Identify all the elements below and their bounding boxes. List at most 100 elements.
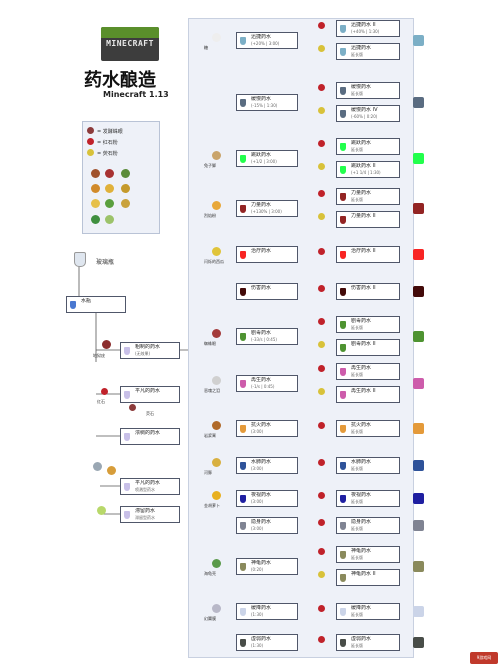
modifier-icon-12	[318, 365, 325, 372]
potion-ext-node-9: 伤害药水 II	[336, 283, 400, 300]
modifier-icon-5	[318, 163, 325, 170]
glass-bottle-label: 玻璃瓶	[96, 259, 115, 266]
effect-icon-6	[413, 331, 424, 342]
thick-potion-node: 浓稠的药水	[120, 428, 180, 445]
legend-crafting-icon-4	[91, 184, 100, 193]
modifier-icon-2	[318, 84, 325, 91]
modifier-icon-3	[318, 107, 325, 114]
legend-row-glowstone: = 荧石粉	[97, 151, 118, 157]
potion-icon	[340, 425, 346, 433]
potion-duration: (+1 1/4 | 1:30)	[351, 170, 381, 175]
potion-name: 再生药水	[351, 365, 372, 371]
potion-icon	[240, 495, 246, 503]
glowstone-icon	[87, 149, 94, 156]
potion-ext-node-4: 跳跃药水延长版	[336, 138, 400, 155]
legend-crafting-icon-6	[121, 184, 130, 193]
potion-name: 缓慢药水	[251, 96, 272, 102]
ingredient-label-4: 蜘蛛眼	[204, 341, 216, 346]
ingredient-label-10: 幻翼膜	[204, 616, 216, 621]
page-title: 药水酿造	[84, 70, 156, 91]
awkward-potion-label: 粗制的药水	[135, 344, 161, 350]
water-bottle-icon	[70, 301, 76, 309]
potion-icon	[340, 574, 346, 582]
fermented-spider-eye-icon	[87, 127, 94, 134]
potion-icon	[340, 391, 346, 399]
potion-name: 迅捷药水	[251, 34, 272, 40]
potion-icon	[240, 37, 246, 45]
legend-crafting-icon-5	[105, 184, 114, 193]
ingredient-label-0: 糖	[204, 45, 208, 50]
potion-name: 剧毒药水	[351, 318, 372, 324]
ingredient-icon-8	[212, 491, 221, 500]
potion-name: 夜视药水	[351, 492, 372, 498]
ingredient-label-3: 闪烁的西瓜	[204, 259, 224, 264]
redstone-icon-left	[101, 388, 108, 395]
effect-icon-7	[413, 378, 424, 389]
glass-bottle-icon	[74, 252, 86, 267]
effect-icon-10	[413, 493, 424, 504]
potion-node-0: 迅捷药水(+20% | 3:00)	[236, 32, 298, 49]
potion-duration: (1:30)	[251, 612, 264, 617]
potion-name: 缓慢药水	[351, 84, 372, 90]
potion-duration: 延长版	[351, 612, 363, 617]
potion-duration: (-15% | 1:30)	[251, 103, 278, 108]
potion-name: 缓降药水	[251, 605, 272, 611]
potion-name: 神龟药水	[251, 560, 272, 566]
effect-icon-3	[413, 203, 424, 214]
legend-crafting-icon-8	[105, 199, 114, 208]
ingredient-icon-4	[212, 329, 221, 338]
potion-name: 伤害药水	[251, 285, 272, 291]
potion-name: 跳跃药水 II	[351, 163, 376, 169]
effect-icon-13	[413, 606, 424, 617]
potion-name: 剧毒药水	[251, 330, 272, 336]
splash-potion-sub: 喷溅型药水	[135, 487, 155, 492]
ingredient-label-8: 金胡萝卜	[204, 503, 220, 508]
effect-icon-11	[413, 520, 424, 531]
potion-node-2: 跳跃药水(+1/2 | 3:00)	[236, 150, 298, 167]
modifier-icon-1	[318, 45, 325, 52]
dragon-breath-bottle-icon	[97, 506, 106, 515]
ingredient-label-6: 岩浆膏	[204, 433, 216, 438]
modifier-icon-19	[318, 571, 325, 578]
lingering-potion-sub: 滞留型药水	[135, 515, 155, 520]
water-bottle-label: 水瓶	[81, 298, 92, 304]
potion-icon	[340, 368, 346, 376]
effect-icon-1	[413, 97, 424, 108]
modifier-icon-9	[318, 285, 325, 292]
redstone-label: 红石	[97, 399, 105, 404]
potion-name: 虚弱药水	[251, 636, 272, 642]
lingering-potion-node: 滞留药水 滞留型药水	[120, 506, 180, 523]
potion-duration: 延长版	[351, 147, 363, 152]
potion-icon	[240, 251, 246, 259]
potion-duration: (+1/2 | 3:00)	[251, 159, 277, 164]
legend-row-fermented: = 发酵蛛眼	[97, 129, 123, 135]
water-bottle-node: 水瓶	[66, 296, 126, 313]
potion-duration: (3:00)	[251, 466, 264, 471]
potion-node-10: 夜视药水(3:00)	[236, 490, 298, 507]
potion-node-9: 水肺药水(3:00)	[236, 457, 298, 474]
potion-name: 再生药水 II	[351, 388, 376, 394]
ingredient-icon-5	[212, 376, 221, 385]
watermark: 9游戏网	[470, 652, 498, 664]
mundane-potion-node: 平凡的药水	[120, 386, 180, 403]
potion-icon	[340, 288, 346, 296]
potion-node-12: 神龟药水(0:20)	[236, 558, 298, 575]
ingredient-icon-0	[212, 33, 221, 42]
potion-icon	[240, 99, 246, 107]
potion-icon	[240, 425, 246, 433]
potion-icon	[340, 25, 346, 33]
legend-crafting-icon-1	[91, 169, 100, 178]
potion-node-14: 虚弱药水(1:30)	[236, 634, 298, 651]
potion-icon	[340, 166, 346, 174]
potion-icon	[240, 563, 246, 571]
ingredient-label-2: 烈焰粉	[204, 213, 216, 218]
potion-icon	[240, 522, 246, 530]
potion-ext-node-0: 迅捷药水 II(+40% | 1:30)	[336, 20, 400, 37]
modifier-icon-16	[318, 492, 325, 499]
potion-icon	[240, 155, 246, 163]
potion-name: 隐身药水	[351, 519, 372, 525]
potion-icon	[340, 522, 346, 530]
modifier-icon-15	[318, 459, 325, 466]
potion-ext-node-18: 神龟药水延长版	[336, 546, 400, 563]
modifier-icon-17	[318, 519, 325, 526]
